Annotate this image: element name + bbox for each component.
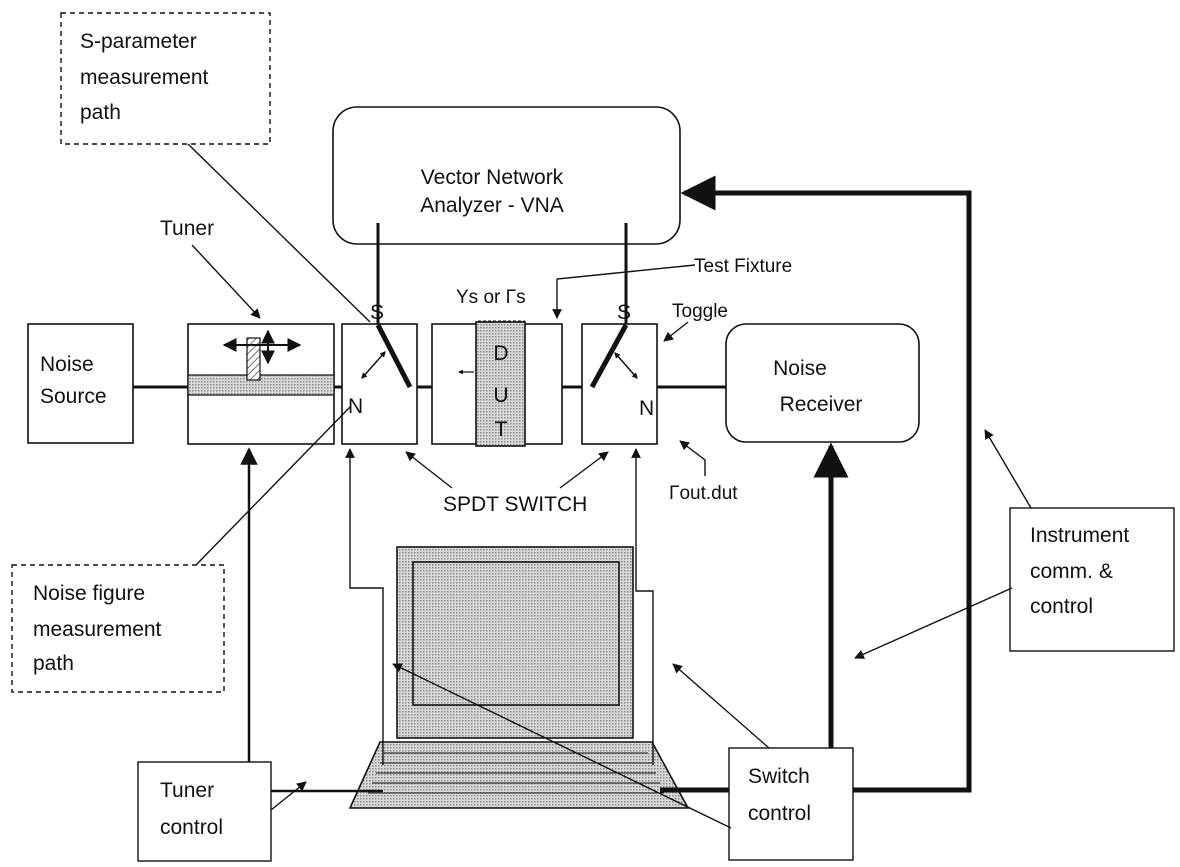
- test-fixture-leader: [552, 264, 696, 319]
- toggle-label: Toggle: [672, 301, 728, 322]
- noise-source-line2: Source: [40, 385, 107, 408]
- dut-letter-d: D: [493, 342, 508, 365]
- switch-control-line2: control: [748, 802, 811, 825]
- instrument-line3: control: [1030, 595, 1093, 618]
- noise-source-line1: Noise: [40, 353, 94, 376]
- instrument-bus-vna: [680, 175, 972, 793]
- switch-control-line-right: [631, 448, 654, 765]
- spdt-leader-left: [405, 451, 453, 489]
- noise-receiver-line1: Noise: [773, 357, 827, 380]
- vna-label-line1: Vector Network: [421, 166, 564, 189]
- s-param-leader: [187, 143, 371, 323]
- instrument-leader-up: [984, 429, 1032, 509]
- instrument-line2: comm. &: [1030, 560, 1113, 583]
- spdt-switch-left: [341, 323, 418, 445]
- s-parameter-callout: S-parameter measurement path: [60, 12, 271, 145]
- spdt-leader-right: [559, 451, 609, 489]
- switch-right-n-label: N: [639, 397, 654, 420]
- instrument-callout: Instrument comm. & control: [1009, 507, 1175, 652]
- instrument-leader-down: [854, 587, 1013, 659]
- noise-receiver-line2: Receiver: [780, 393, 863, 416]
- noise-fig-line2: measurement: [33, 618, 162, 641]
- gamma-out-leader: [679, 440, 706, 476]
- tuner-control-callout: Tuner control: [137, 761, 272, 862]
- spdt-switch-right: [581, 323, 658, 445]
- tuner-block: [187, 323, 335, 445]
- s-param-line3: path: [80, 101, 121, 124]
- test-fixture-label: Test Fixture: [694, 256, 792, 277]
- ys-gs-label: Ys or Γs: [456, 287, 526, 308]
- switch-control-line-left: [345, 448, 384, 765]
- laptop-icon: [348, 546, 690, 809]
- tuner-label: Tuner: [160, 217, 214, 240]
- vna-label-line2: Analyzer - VNA: [420, 194, 564, 217]
- spdt-switch-label: SPDT SWITCH: [443, 493, 587, 516]
- switch-control-line1: Switch: [748, 765, 810, 788]
- dut-letter-t: T: [495, 418, 508, 441]
- switch-right-s-label: S: [617, 301, 631, 324]
- toggle-leader: [663, 321, 689, 342]
- noise-source-block: Noise Source: [27, 323, 134, 444]
- noise-receiver-block: Noise Receiver: [725, 323, 920, 443]
- tuner-control-line1: Tuner: [160, 779, 214, 802]
- dut-block: [475, 321, 526, 447]
- switch-left-s-label: S: [370, 301, 384, 324]
- switch-control-leader-line: [672, 663, 770, 749]
- tuner-control-line2: control: [160, 816, 223, 839]
- s-param-line1: S-parameter: [80, 30, 197, 53]
- noise-figure-callout: Noise figure measurement path: [11, 564, 225, 693]
- gamma-out-label: Γout.dut: [669, 483, 738, 504]
- s-param-line2: measurement: [80, 66, 209, 89]
- noise-fig-line3: path: [33, 652, 74, 675]
- tuner-control-leader: [270, 781, 307, 811]
- noise-fig-line1: Noise figure: [33, 582, 145, 605]
- test-fixture-block: D U T: [431, 320, 563, 447]
- switch-control-leader-laptop: [392, 663, 732, 829]
- noise-fig-leader: [195, 406, 351, 566]
- switch-left-n-label: N: [348, 395, 363, 418]
- vna-block: Vector Network Analyzer - VNA: [332, 106, 681, 245]
- tuner-probe: [246, 337, 261, 381]
- dut-letter-u: U: [493, 384, 508, 407]
- switch-control-callout: Switch control: [728, 747, 854, 861]
- tuner-leader: [191, 244, 261, 319]
- instrument-line1: Instrument: [1030, 524, 1129, 547]
- tuner-control-line: [240, 447, 383, 793]
